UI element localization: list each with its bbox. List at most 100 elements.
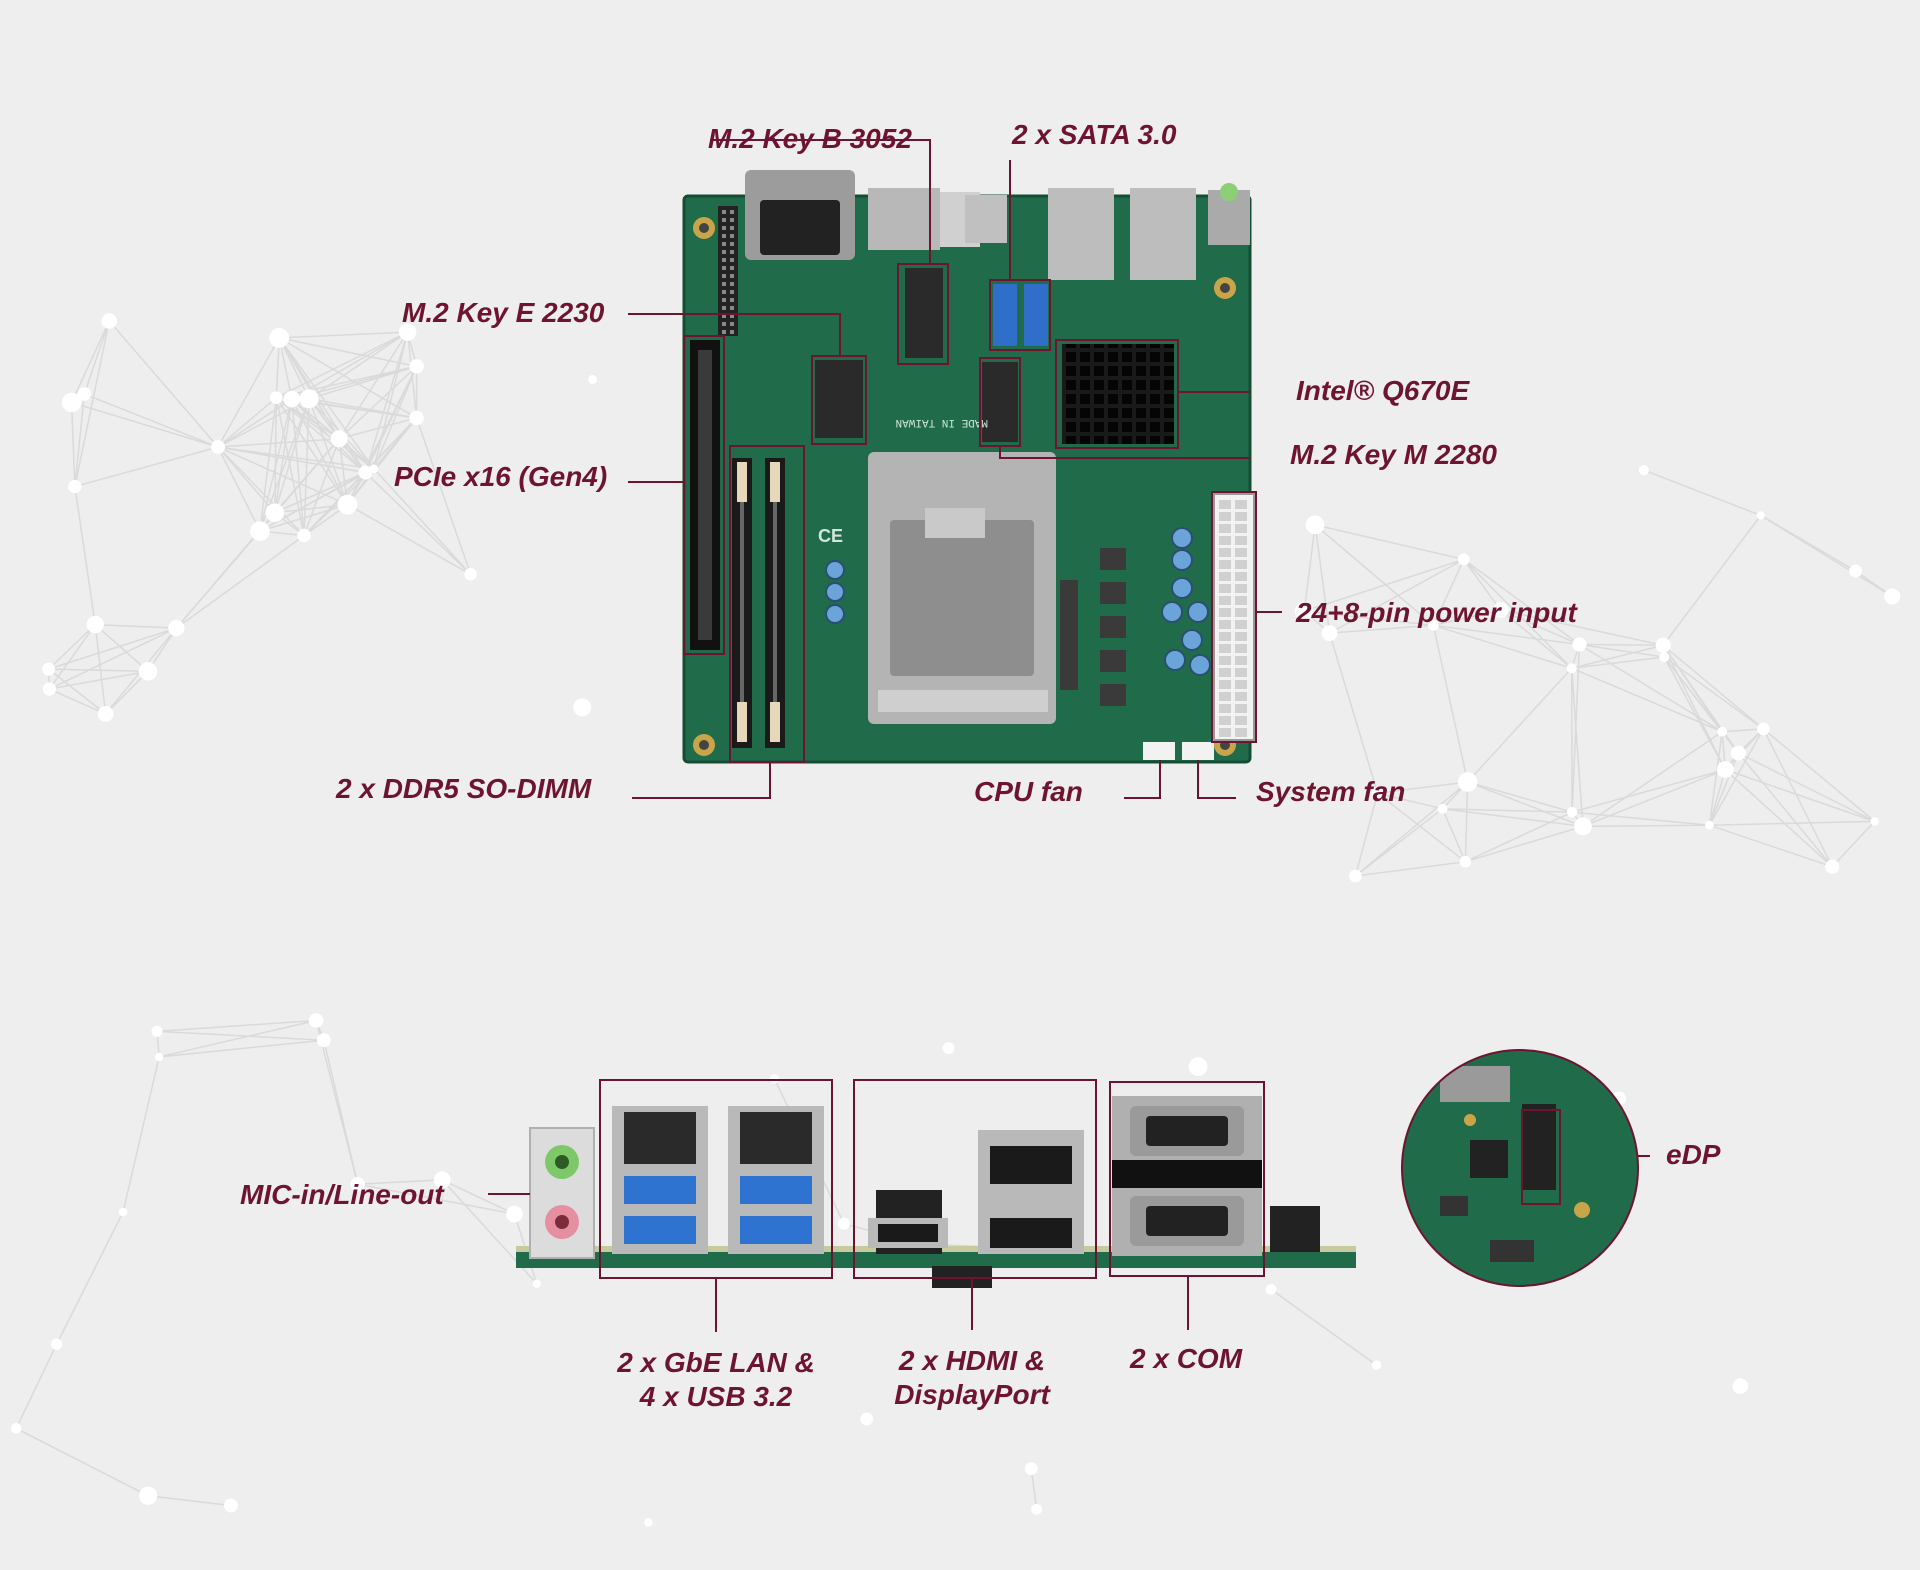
- power-pin: [1219, 728, 1231, 737]
- lan-port-top-2: [1130, 188, 1196, 280]
- network-line: [1314, 524, 1331, 634]
- made-in-marking: MADE IN TAIWAN: [896, 416, 988, 428]
- network-line: [1762, 728, 1833, 868]
- network-line: [364, 331, 409, 473]
- network-line: [373, 366, 418, 470]
- label-lan-usb-line1: 2 x GbE LAN &: [617, 1347, 815, 1378]
- lan-port-top-1: [1048, 188, 1114, 280]
- network-node: [860, 1412, 874, 1426]
- network-line: [217, 337, 280, 448]
- network-node: [588, 374, 597, 384]
- network-node: [50, 1338, 63, 1350]
- network-line: [49, 627, 177, 690]
- network-line: [274, 503, 348, 514]
- network-line: [1465, 811, 1573, 863]
- network-line: [1328, 632, 1379, 794]
- power-pin: [1235, 656, 1247, 665]
- network-line: [338, 331, 409, 440]
- network-node: [1566, 663, 1577, 674]
- network-line: [1708, 769, 1726, 826]
- network-line: [217, 446, 374, 470]
- network-node: [42, 662, 56, 676]
- network-line: [1579, 643, 1665, 658]
- network-line: [1354, 808, 1443, 877]
- network-node: [337, 494, 358, 515]
- network-line: [1662, 644, 1726, 770]
- network-line: [1579, 643, 1723, 733]
- label-com: 2 x COM: [1130, 1343, 1243, 1374]
- network-node: [250, 521, 270, 541]
- power-pin: [1235, 536, 1247, 545]
- network-line: [357, 1183, 515, 1215]
- network-line: [1570, 668, 1584, 827]
- network-line: [1709, 820, 1875, 826]
- network-node: [223, 1498, 238, 1513]
- power-pin: [1235, 548, 1247, 557]
- label-edp: eDP: [1666, 1139, 1721, 1170]
- network-node: [398, 323, 417, 341]
- power-pin: [1235, 560, 1247, 569]
- network-line: [357, 1179, 443, 1185]
- network-line: [1662, 644, 1764, 730]
- network-node: [1566, 806, 1578, 818]
- network-line: [74, 486, 96, 625]
- network-line: [48, 627, 177, 670]
- network-line: [1725, 768, 1875, 823]
- network-line: [1500, 609, 1580, 646]
- network-node: [1457, 772, 1478, 792]
- network-node: [1704, 820, 1714, 830]
- network-node: [97, 706, 114, 722]
- label-mic-line-out: MIC-in/Line-out: [240, 1179, 444, 1210]
- network-line: [15, 1427, 149, 1497]
- power-pin: [1219, 668, 1231, 677]
- network-node: [1305, 515, 1325, 535]
- label-system-fan: System fan: [1256, 776, 1406, 807]
- network-line: [1303, 524, 1316, 612]
- network-line: [157, 1030, 324, 1041]
- m2-key-e-socket: [815, 360, 863, 438]
- network-node: [350, 1176, 365, 1192]
- label-lan-usb: 2 x GbE LAN & 4 x USB 3.2: [580, 1346, 852, 1414]
- network-line: [259, 503, 348, 532]
- network-node: [1188, 1057, 1208, 1077]
- background-network-nodes: [10, 313, 1901, 1527]
- network-node: [138, 662, 158, 681]
- com-ports: [1112, 1096, 1262, 1256]
- network-line: [1571, 644, 1581, 813]
- network-line: [1663, 656, 1726, 770]
- network-node: [1492, 602, 1509, 619]
- label-pcie: PCIe x16 (Gen4): [394, 461, 608, 492]
- network-line: [1708, 731, 1723, 826]
- network-line: [49, 688, 106, 715]
- chipset-heatsink: [1062, 344, 1174, 444]
- network-node: [409, 359, 424, 374]
- network-line: [347, 503, 471, 575]
- network-line: [74, 320, 110, 487]
- network-line: [74, 393, 86, 487]
- network-line: [1432, 559, 1465, 626]
- network-line: [338, 417, 417, 440]
- sata-port-1: [993, 284, 1017, 346]
- network-line: [1433, 624, 1580, 646]
- power-pin: [1235, 500, 1247, 509]
- network-line: [1314, 524, 1434, 626]
- network-node: [10, 1423, 22, 1434]
- network-line: [1571, 768, 1726, 813]
- network-line: [159, 1039, 324, 1058]
- network-line: [1582, 824, 1710, 828]
- sata-port-2: [1024, 284, 1048, 346]
- network-line: [70, 402, 76, 487]
- network-line: [1355, 860, 1466, 877]
- network-line: [1582, 768, 1726, 828]
- network-line: [279, 331, 408, 339]
- label-m2-key-b: M.2 Key B 3052: [708, 123, 912, 154]
- network-line: [1738, 752, 1875, 823]
- network-line: [338, 438, 349, 505]
- network-node: [1294, 601, 1314, 621]
- network-line: [1500, 609, 1664, 647]
- network-line: [278, 337, 417, 419]
- network-line: [308, 331, 409, 400]
- network-line: [148, 1495, 232, 1507]
- edp-inset: [1401, 1049, 1639, 1287]
